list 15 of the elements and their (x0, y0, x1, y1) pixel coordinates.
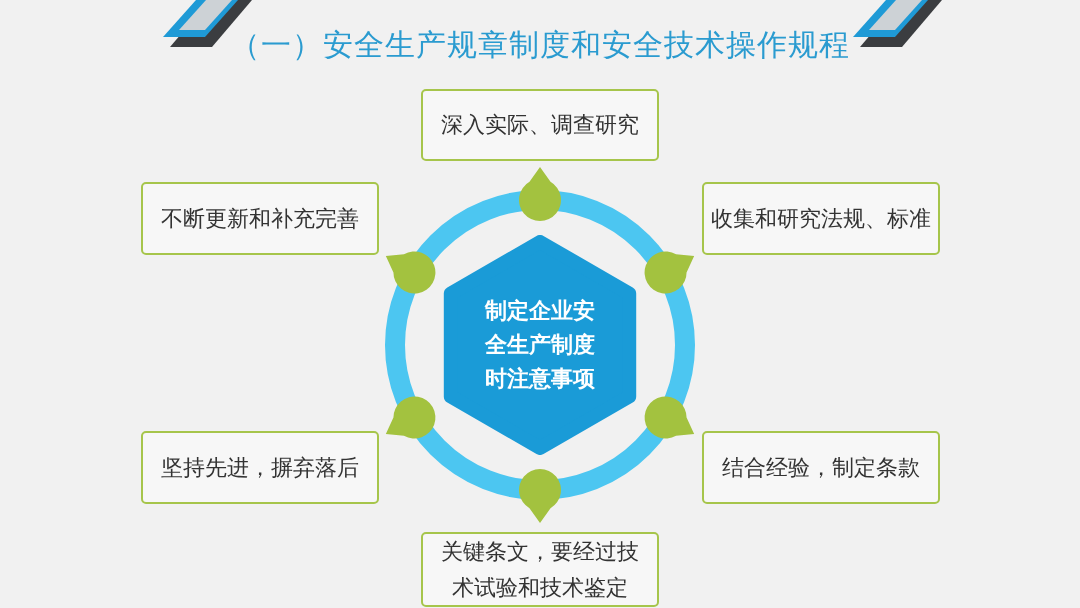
box-text: 关键条文，要经过技术试验和技术鉴定 (440, 538, 640, 602)
text-box (421, 89, 659, 161)
hexagon-node (443, 235, 637, 455)
text-box (141, 182, 379, 255)
text-box (141, 431, 379, 504)
box-text: 收集和研究法规、标准 (711, 204, 931, 233)
text-box (421, 532, 659, 607)
text-box (702, 431, 940, 504)
hexagon-text: 制定企业安全生产制度时注意事项 (483, 296, 596, 394)
box-text: 不断更新和补充完善 (161, 204, 359, 233)
box-text: 坚持先进，摒弃落后 (161, 453, 359, 482)
box-text: 结合经验，制定条款 (722, 453, 920, 482)
title: （一）安全生产规章制度和安全技术操作规程 (230, 26, 850, 64)
box-text: 深入实际、调查研究 (441, 111, 639, 140)
text-box (702, 182, 940, 255)
